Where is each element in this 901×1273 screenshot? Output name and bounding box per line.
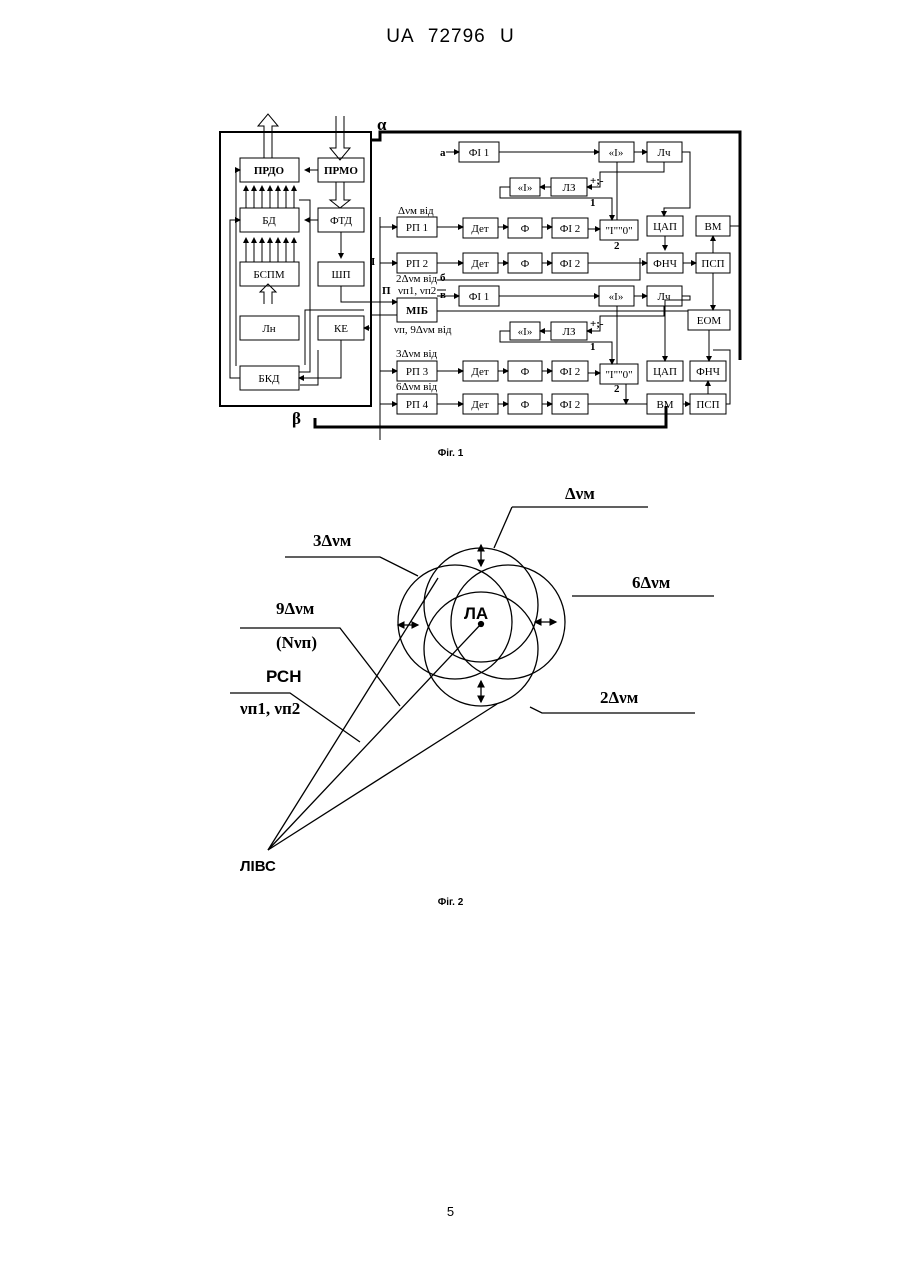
block-fnch-2: ФНЧ xyxy=(696,366,720,378)
block-det-4: Дет xyxy=(471,399,489,411)
block-f-3: Ф xyxy=(521,366,530,378)
block-int2-bottom: «І» xyxy=(518,326,533,338)
label-6dnu: 6Δνм xyxy=(632,573,671,592)
block-mib: МІБ xyxy=(406,305,428,317)
label-1-bottom: 1 xyxy=(590,341,596,353)
label-plusminus-top: +;- xyxy=(590,175,604,187)
label-2-bottom: 2 xyxy=(614,383,620,395)
block-rp1: РП 1 xyxy=(406,222,428,234)
block-fi1-bottom: ФІ 1 xyxy=(469,291,490,303)
block-fi2-4: ФІ 2 xyxy=(560,399,581,411)
block-int1-top: «І» xyxy=(609,147,624,159)
label-1-top: 1 xyxy=(590,197,596,209)
block-f-1: Ф xyxy=(521,223,530,235)
label-dnu-vid: Δνм від xyxy=(398,205,434,217)
block-tu-2: "І""0" xyxy=(605,369,632,381)
block-f-2: Ф xyxy=(521,258,530,270)
block-ke: КЕ xyxy=(334,323,348,335)
label-nu-p12: νп1, νп2 xyxy=(398,285,436,297)
block-det-2: Дет xyxy=(471,258,489,270)
label-rsn: РСН xyxy=(266,667,301,686)
block-bspm: БСПМ xyxy=(253,269,285,281)
block-rp2: РП 2 xyxy=(406,258,428,270)
label-6dnu-vid: 6Δνм від xyxy=(396,381,438,393)
block-fnch-1: ФНЧ xyxy=(653,258,677,270)
block-ln: Лн xyxy=(262,323,275,335)
block-rp3: РП 3 xyxy=(406,366,429,378)
block-f-4: Ф xyxy=(521,399,530,411)
block-tu-1: "І""0" xyxy=(605,225,632,237)
block-lch-top: Лч xyxy=(658,147,671,159)
label-b: б xyxy=(440,272,446,284)
block-bkd: БКД xyxy=(258,373,280,385)
block-rp4: РП 4 xyxy=(406,399,429,411)
label-I: I xyxy=(371,256,375,268)
block-cap-2: ЦАП xyxy=(653,366,677,378)
block-lz-bottom: ЛЗ xyxy=(563,326,576,338)
block-det-1: Дет xyxy=(471,223,489,235)
label-9dnu: 9Δνм xyxy=(276,599,315,618)
label-2-top: 2 xyxy=(614,240,620,252)
label-dnu: Δνм xyxy=(565,484,595,503)
block-lz-top: ЛЗ xyxy=(563,182,576,194)
label-alpha: α xyxy=(377,115,387,134)
page-number: 5 xyxy=(0,1204,901,1219)
block-prmo: ПРМО xyxy=(324,165,358,177)
figure-1-block-diagram xyxy=(220,114,740,440)
label-nu-p12: νп1, νп2 xyxy=(239,699,300,718)
block-psp-2: ПСП xyxy=(696,399,719,411)
figure-2-diagram xyxy=(230,507,714,850)
block-fi2-2: ФІ 2 xyxy=(560,258,581,270)
block-prdo: ПРДО xyxy=(254,165,285,177)
label-plusminus-bottom: +;- xyxy=(590,318,604,330)
block-eom: ЕОМ xyxy=(697,315,722,327)
label-3dnu-vid: 3Δνм від xyxy=(396,348,438,360)
label-n-nu: (Nνп) xyxy=(276,633,317,652)
label-v: в xyxy=(440,289,446,301)
block-bd: БД xyxy=(262,215,276,227)
label-livs: ЛІВС xyxy=(240,858,276,875)
block-shp: ШП xyxy=(331,269,350,281)
label-a-top: а xyxy=(440,147,446,159)
block-det-3: Дет xyxy=(471,366,489,378)
block-int1-bottom: «І» xyxy=(609,291,624,303)
label-nu-p-9dnu: νп, 9Δνм від xyxy=(394,324,452,336)
label-3dnu: 3Δνм xyxy=(313,531,352,550)
block-fi2-1: ФІ 2 xyxy=(560,223,581,235)
figure-1-caption: Фіг. 1 xyxy=(0,448,901,459)
block-int2-top: «І» xyxy=(518,182,533,194)
label-beta: β xyxy=(292,409,301,428)
label-2dnu: 2Δνм xyxy=(600,688,639,707)
block-psp-1: ПСП xyxy=(701,258,724,270)
block-fi1-top: ФІ 1 xyxy=(469,147,490,159)
label-II: П xyxy=(382,285,391,297)
block-vm-1: ВМ xyxy=(704,221,721,233)
label-2dnu-vid: 2Δνм від xyxy=(396,273,438,285)
figure-2-caption: Фіг. 2 xyxy=(0,897,901,908)
block-vm-2: ВМ xyxy=(656,399,673,411)
block-lch-bottom: Лч xyxy=(658,291,671,303)
block-ftd: ФТД xyxy=(330,215,352,227)
block-fi2-3: ФІ 2 xyxy=(560,366,581,378)
block-cap-1: ЦАП xyxy=(653,221,677,233)
label-la: ЛА xyxy=(464,604,488,623)
